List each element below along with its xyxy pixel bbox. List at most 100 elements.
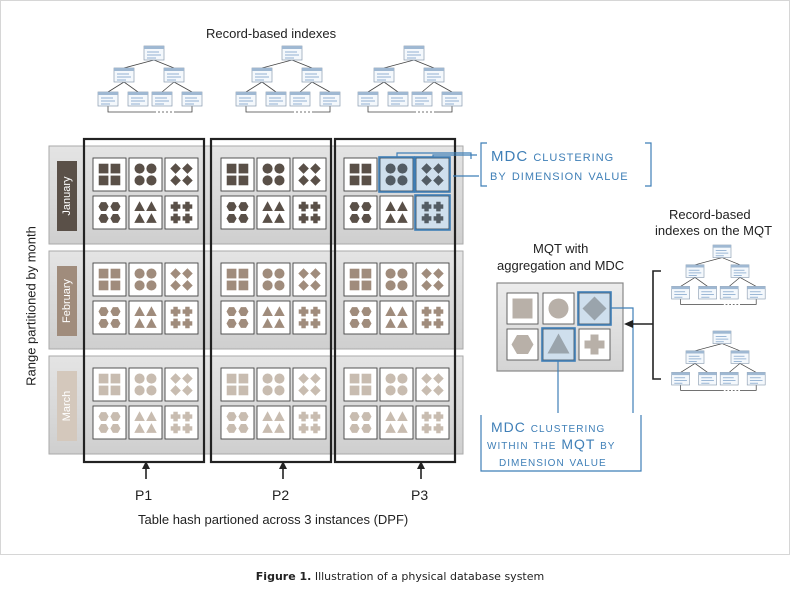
cell-block xyxy=(220,157,255,192)
mqt-square-icon xyxy=(512,298,533,319)
arrow-head xyxy=(279,461,287,469)
cell-block xyxy=(415,367,450,402)
arrow-head xyxy=(142,461,150,469)
partition-label-p3: P3 xyxy=(411,487,429,503)
mdc-within-mqt-label: MDC clustering xyxy=(491,419,606,435)
diamonds-icon xyxy=(170,373,193,396)
triangles-icon xyxy=(385,201,408,223)
index-node xyxy=(163,67,185,83)
month-tab xyxy=(57,371,77,441)
month-row-february: February xyxy=(48,250,464,350)
index-node xyxy=(730,264,750,278)
diamonds-icon xyxy=(421,373,444,396)
cell-block xyxy=(128,157,163,192)
squares-icon xyxy=(98,268,121,291)
index-node xyxy=(671,285,691,300)
mqt-connector xyxy=(611,307,634,413)
cell-block xyxy=(164,262,199,297)
cell-block xyxy=(379,157,414,192)
index-node xyxy=(251,67,273,83)
crosses-icon xyxy=(421,411,444,434)
squares-icon xyxy=(349,163,372,186)
cell-block xyxy=(92,300,127,335)
circles-icon xyxy=(134,268,157,291)
cell-block xyxy=(92,157,127,192)
cell-block xyxy=(415,300,450,335)
crosses-icon xyxy=(170,201,193,224)
index-node xyxy=(265,91,287,107)
crosses-icon xyxy=(170,306,193,329)
month-label: February xyxy=(61,278,73,323)
mqt-hexagon-icon xyxy=(511,334,534,355)
squares-icon xyxy=(226,268,249,291)
cell-block xyxy=(343,262,378,297)
circles-icon xyxy=(385,373,408,396)
arrow-head xyxy=(624,320,633,328)
mdc-connector xyxy=(396,152,472,159)
mqt-title: MQT with xyxy=(533,241,589,256)
cell-block xyxy=(164,157,199,192)
cell-block xyxy=(164,300,199,335)
diamonds-icon xyxy=(421,268,444,291)
index-node xyxy=(685,350,705,364)
cell-block xyxy=(292,195,327,230)
mqt-index-bracket xyxy=(652,270,661,380)
hexagons-icon xyxy=(226,307,249,328)
hexagons-icon xyxy=(349,412,372,433)
index-node xyxy=(698,371,718,386)
month-row-march: March xyxy=(48,355,464,455)
crosses-icon xyxy=(298,201,321,224)
index-node xyxy=(746,285,766,300)
cell-block xyxy=(379,405,414,440)
hash-partition-label: Table hash partioned across 3 instances … xyxy=(138,512,409,527)
crosses-icon xyxy=(170,411,193,434)
cell-block xyxy=(292,300,327,335)
diamonds-icon xyxy=(298,268,321,291)
diamonds-icon xyxy=(298,373,321,396)
circles-icon xyxy=(262,373,285,396)
index-node xyxy=(127,91,149,107)
index-node xyxy=(319,91,341,107)
diamonds-icon xyxy=(170,163,193,186)
mqt-highlight-cell xyxy=(541,327,576,362)
squares-icon xyxy=(349,268,372,291)
hexagons-icon xyxy=(226,412,249,433)
cell-block xyxy=(292,367,327,402)
crosses-icon xyxy=(421,306,444,329)
cell-block xyxy=(92,262,127,297)
partition-box-p3 xyxy=(333,137,457,464)
partition-label-p2: P2 xyxy=(272,487,290,503)
diamonds-icon xyxy=(298,163,321,186)
squares-icon xyxy=(226,163,249,186)
diamonds-icon xyxy=(421,163,444,186)
mqt-highlight-cell xyxy=(577,291,612,326)
index-tree-p2 xyxy=(235,45,341,113)
index-node xyxy=(423,67,445,83)
partition-box-p1 xyxy=(82,137,206,464)
mqt-index-label-line2: indexes on the MQT xyxy=(655,223,773,238)
triangles-icon xyxy=(134,306,157,328)
index-node xyxy=(730,350,750,364)
cell-block xyxy=(92,367,127,402)
index-node xyxy=(671,371,691,386)
cell-block xyxy=(220,300,255,335)
index-node xyxy=(235,91,257,107)
month-label: March xyxy=(61,391,73,422)
triangles-icon xyxy=(262,411,285,433)
index-node xyxy=(373,67,395,83)
index-node xyxy=(151,91,173,107)
mqt-index-tree-1 xyxy=(671,244,766,305)
squares-icon xyxy=(226,373,249,396)
cell-block xyxy=(220,262,255,297)
hexagons-icon xyxy=(349,307,372,328)
cell-block xyxy=(292,262,327,297)
index-node xyxy=(357,91,379,107)
mqt-index-tree-2 xyxy=(671,330,766,391)
mqt-triangle-icon xyxy=(547,333,570,354)
month-row-january: January xyxy=(48,145,464,245)
circles-icon xyxy=(134,373,157,396)
hexagons-icon xyxy=(226,202,249,223)
cell-block xyxy=(164,405,199,440)
index-node xyxy=(289,91,311,107)
cell-block xyxy=(220,367,255,402)
